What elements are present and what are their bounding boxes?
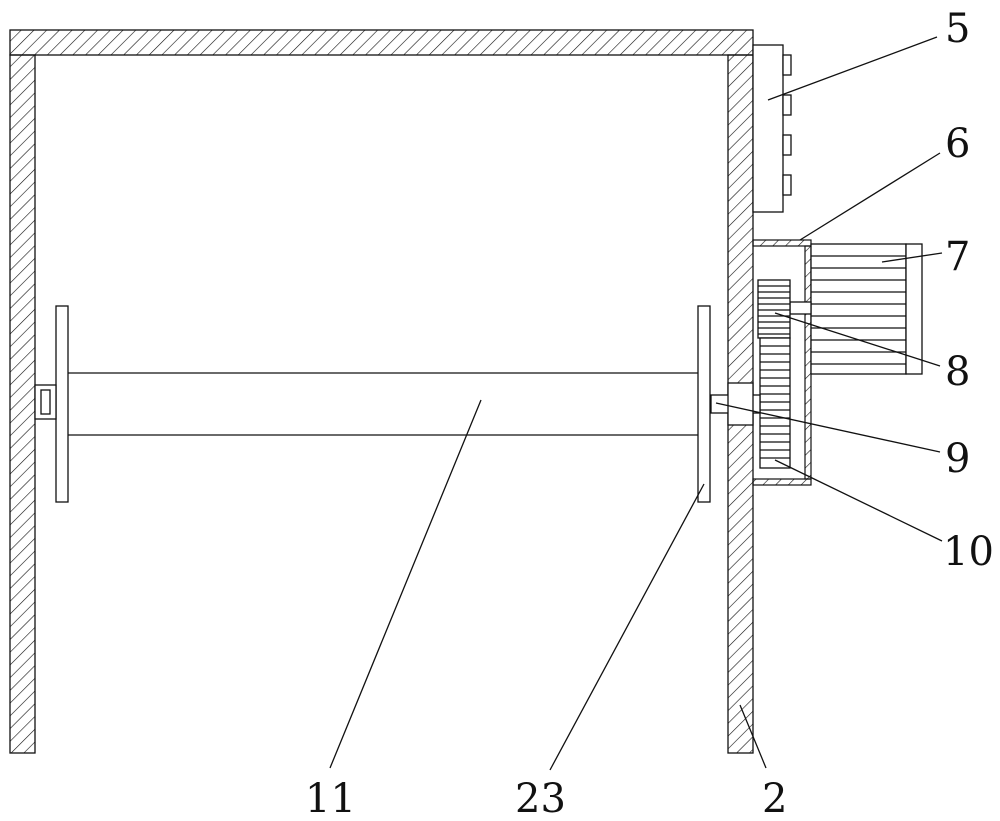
drive-shaft [710,382,761,426]
driven-gear [759,337,791,469]
callout-8: 8 [945,349,970,395]
callout-23: 23 [515,776,566,821]
callout-5: 5 [945,6,970,52]
callout-9: 9 [945,436,970,482]
callout-2: 2 [762,776,787,821]
control-box [752,44,792,213]
housing-frame [9,29,754,754]
callout-10: 10 [943,529,994,575]
motor [789,243,923,375]
callout-11: 11 [305,776,356,821]
driving-gear [757,279,791,339]
callout-labels: 5 6 7 8 9 10 11 23 2 [305,6,994,821]
roller-drum [34,305,711,503]
leader-lines [329,36,943,771]
callout-7: 7 [945,234,970,280]
callout-6: 6 [945,121,970,167]
